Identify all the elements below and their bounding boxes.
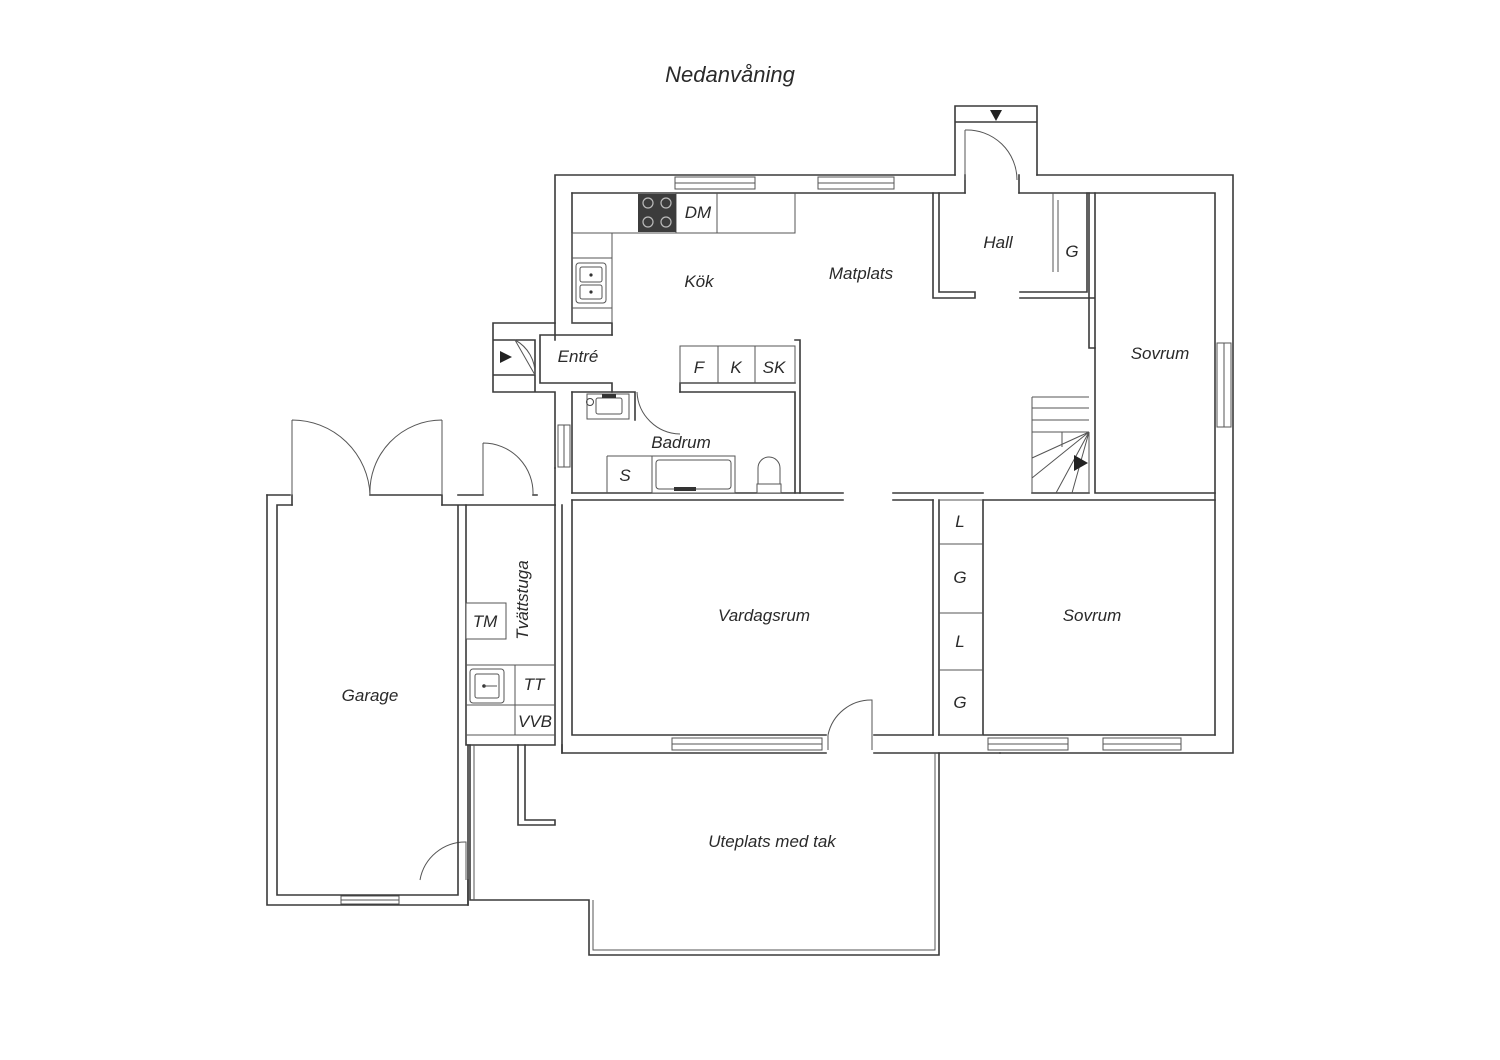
laundry-fixtures <box>465 602 555 736</box>
room-label-vardagsrum: Vardagsrum <box>718 606 810 625</box>
room-label-sovrum-2: Sovrum <box>1063 606 1122 625</box>
stair-arrow-icon <box>1074 455 1088 471</box>
kitchen-sink-icon <box>575 262 607 304</box>
fixture-label-g1: G <box>953 568 966 587</box>
fixture-label-tm: TM <box>473 612 498 631</box>
room-label-tvattstuga: Tvättstuga <box>513 560 532 639</box>
room-label-garage: Garage <box>342 686 399 705</box>
exterior-walls <box>492 105 1234 754</box>
fixture-label-vvb: VVB <box>518 712 552 731</box>
kitchen-counters <box>571 193 796 323</box>
fixture-label-l2: L <box>955 632 964 651</box>
staircase <box>1031 396 1090 494</box>
room-label-badrum: Badrum <box>651 433 711 452</box>
fixture-label-k: K <box>730 358 742 377</box>
garage-doors <box>291 419 534 496</box>
patio-walls <box>469 744 940 956</box>
fixture-label-g-hall: G <box>1065 242 1078 261</box>
room-label-kok: Kök <box>684 272 715 291</box>
bathroom-fixtures <box>586 393 782 494</box>
fixture-label-tt: TT <box>524 675 546 694</box>
room-label-sovrum-1: Sovrum <box>1131 344 1190 363</box>
fixture-label-sk: SK <box>763 358 786 377</box>
fixture-label-s: S <box>619 466 631 485</box>
room-label-hall: Hall <box>983 233 1014 252</box>
appliance-row <box>679 345 796 384</box>
fixture-label-dm: DM <box>685 203 712 222</box>
plan-title: Nedanvåning <box>665 62 795 87</box>
garage-walls <box>266 494 556 906</box>
wardrobes <box>939 499 983 736</box>
room-label-uteplats: Uteplats med tak <box>708 832 837 851</box>
fixture-label-f: F <box>694 358 706 377</box>
windows <box>340 176 1232 905</box>
fixture-label-l1: L <box>955 512 964 531</box>
room-label-matplats: Matplats <box>829 264 894 283</box>
entrance-arrow-icon <box>990 110 1002 121</box>
stove-icon <box>638 194 676 232</box>
room-label-entre: Entré <box>558 347 599 366</box>
entrance-arrow-icon <box>500 351 512 363</box>
doors <box>419 129 1018 881</box>
fixture-label-g2: G <box>953 693 966 712</box>
